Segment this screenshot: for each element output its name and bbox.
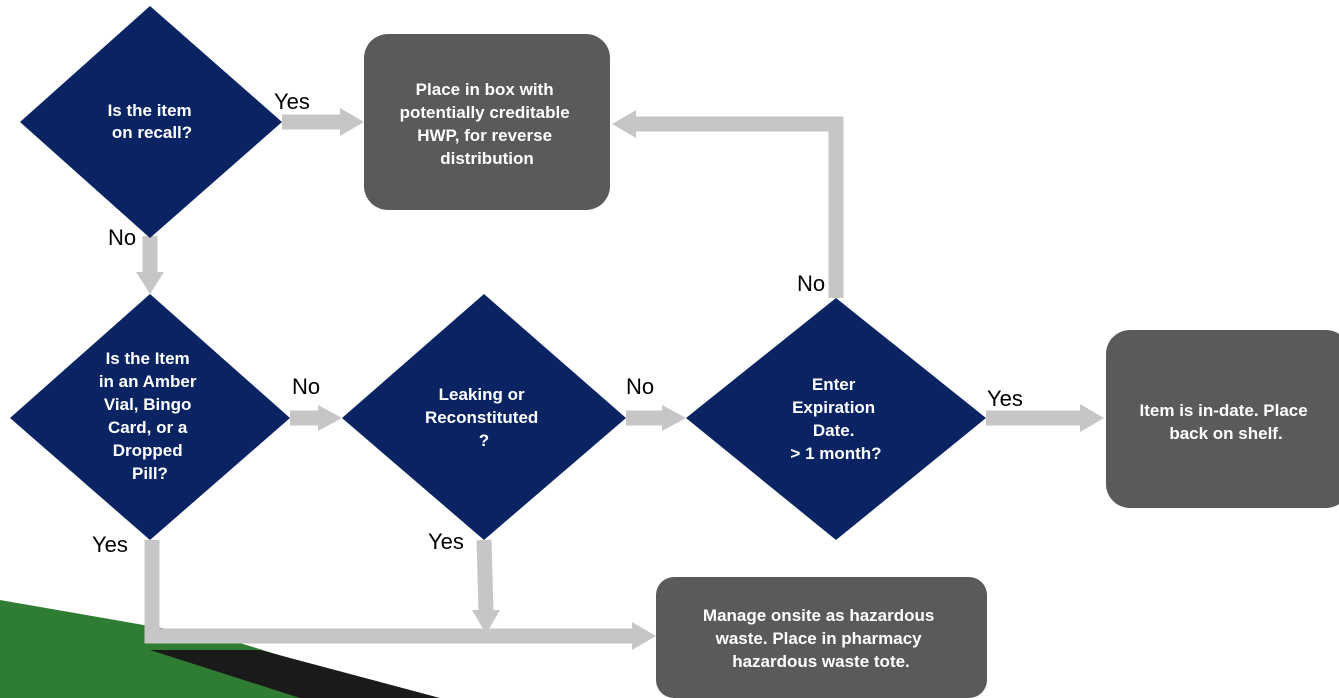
edge-leaking-yes xyxy=(476,539,494,613)
process-box xyxy=(656,577,987,698)
hazardous-line-2: waste. Place in pharmacy xyxy=(715,629,923,648)
leaking-question-line-2: Reconstituted xyxy=(425,408,538,427)
place-box-line-1: Place in box with xyxy=(416,80,554,99)
decision-diamond xyxy=(342,294,626,540)
edge-amber-yes xyxy=(144,540,634,644)
label-expiration-yes: Yes xyxy=(987,386,1023,411)
recall-question-line-2: on recall? xyxy=(112,123,192,142)
arrowhead-leaking-yes xyxy=(472,610,500,634)
expiration-question-line-4: > 1 month? xyxy=(790,444,881,463)
in-date-line-1: Item is in-date. Place xyxy=(1140,401,1308,420)
edge-expiration-no xyxy=(634,116,844,298)
decision-diamond xyxy=(10,294,290,540)
label-expiration-no: No xyxy=(797,271,825,296)
decision-diamond xyxy=(20,6,282,238)
arrowhead-leaking-no xyxy=(662,405,686,431)
place-box-text: Place in box with potentially creditable… xyxy=(400,80,575,168)
amber-question-line-5: Dropped xyxy=(113,441,183,460)
hazardous-line-3: hazardous waste tote. xyxy=(732,652,910,671)
connectors xyxy=(136,108,1104,650)
amber-question-line-2: in an Amber xyxy=(99,372,197,391)
amber-question-line-3: Vial, Bingo xyxy=(104,395,192,414)
arrowhead-expiration-yes xyxy=(1080,404,1104,432)
in-date-text: Item is in-date. Place back on shelf. xyxy=(1140,401,1313,443)
place-box-line-3: HWP, for reverse xyxy=(417,126,552,145)
expiration-question-line-2: Expiration xyxy=(792,398,875,417)
decision-diamond xyxy=(686,298,986,540)
amber-question-line-6: Pill? xyxy=(132,464,168,483)
leaking-question-line-1: Leaking or xyxy=(439,385,525,404)
node-place-box: Place in box with potentially creditable… xyxy=(364,34,610,210)
place-box-line-4: distribution xyxy=(440,149,533,168)
amber-question: Is the Item in an Amber Vial, Bingo Card… xyxy=(99,349,201,483)
arrowhead-expiration-no xyxy=(612,110,636,138)
expiration-question-line-1: Enter xyxy=(812,375,856,394)
edge-labels: Yes No No No No Yes Yes Yes xyxy=(92,89,1023,557)
node-recall-decision: Is the item on recall? xyxy=(20,6,282,238)
hazardous-text: Manage onsite as hazardous waste. Place … xyxy=(703,606,939,671)
label-amber-no: No xyxy=(292,374,320,399)
stripe-dark-band xyxy=(150,650,440,698)
decorative-stripe xyxy=(0,600,440,698)
arrowhead-recall-no xyxy=(136,272,164,294)
node-leaking-decision: Leaking or Reconstituted ? xyxy=(342,294,626,540)
process-box xyxy=(1106,330,1339,508)
arrowhead-recall-yes xyxy=(340,108,364,136)
label-recall-yes: Yes xyxy=(274,89,310,114)
expiration-question-line-3: Date. xyxy=(813,421,855,440)
node-expiration-decision: Enter Expiration Date. > 1 month? xyxy=(686,298,986,540)
in-date-line-2: back on shelf. xyxy=(1169,424,1282,443)
leaking-question-line-3: ? xyxy=(479,431,489,450)
arrowhead-amber-yes xyxy=(632,622,656,650)
node-in-date: Item is in-date. Place back on shelf. xyxy=(1106,330,1339,508)
process-box xyxy=(364,34,610,210)
leaking-question: Leaking or Reconstituted ? xyxy=(425,385,543,450)
label-leaking-no: No xyxy=(626,374,654,399)
recall-question-line-1: Is the item xyxy=(108,101,192,120)
amber-question-line-1: Is the Item xyxy=(106,349,190,368)
place-box-line-2: potentially creditable xyxy=(400,103,570,122)
arrowhead-amber-no xyxy=(318,405,342,431)
label-leaking-yes: Yes xyxy=(428,529,464,554)
hazardous-line-1: Manage onsite as hazardous xyxy=(703,606,934,625)
label-amber-yes: Yes xyxy=(92,532,128,557)
amber-question-line-4: Card, or a xyxy=(108,418,188,437)
node-hazardous: Manage onsite as hazardous waste. Place … xyxy=(656,577,987,698)
node-amber-decision: Is the Item in an Amber Vial, Bingo Card… xyxy=(10,294,290,540)
expiration-question: Enter Expiration Date. > 1 month? xyxy=(790,375,881,463)
label-recall-no: No xyxy=(108,225,136,250)
recall-question: Is the item on recall? xyxy=(108,101,197,142)
